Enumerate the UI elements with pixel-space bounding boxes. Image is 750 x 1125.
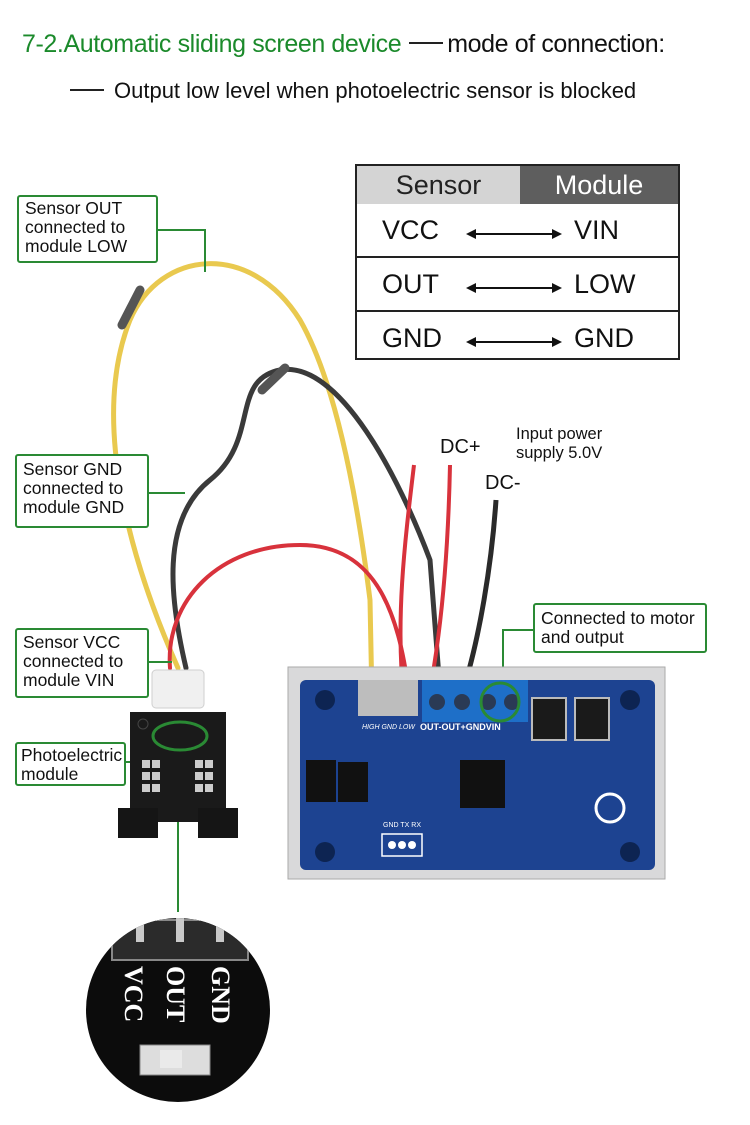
subtitle: Output low level when photoelectric sens… [70,78,636,104]
sensor-pin-closeup [86,918,270,1102]
subtitle-text: Output low level when photoelectric sens… [114,78,637,103]
double-arrow-icon [464,220,564,240]
heat-shrink-black [257,363,290,395]
module-pin: LOW [574,268,636,299]
callout-sensor-out: Sensor OUT connected to module LOW [17,195,158,263]
callout-line: Photoelectric [21,745,123,765]
callout-photoelectric-module: Photoelectric module [15,742,126,786]
pin-label-out: OUT [161,966,190,1023]
input-power-label: Input power supply 5.0V [516,425,602,463]
callout-line-motor [502,629,533,680]
serial-silkscreen: GND TX RX [383,822,421,829]
callout-line: connected to [25,217,126,237]
yellow-wire [111,261,375,703]
header-silkscreen: HIGH GND LOW [362,724,415,731]
title-black: mode of connection: [447,30,665,58]
callout-line: Sensor GND [23,459,123,479]
header-module: Module [520,166,678,204]
callout-line-out [158,229,206,272]
module-pin: VIN [574,214,620,245]
callout-motor-output: Connected to motor and output [533,603,707,653]
photoelectric-board [118,712,238,838]
callout-line: module LOW [25,236,128,256]
dc-plus-label: DC+ [440,436,481,458]
pin-label-gnd: GND [206,966,235,1024]
callout-line: connected to [23,651,124,671]
callout-line: Connected to motor [541,608,695,628]
sensor-connector [151,669,205,709]
input-power-line: Input power [516,425,603,443]
callout-line: module VIN [23,670,115,690]
callout-line: Sensor VCC [23,632,121,652]
title-dash [409,42,444,45]
callout-sensor-gnd: Sensor GND connected to module GND [15,454,149,528]
table-row: OUT LOW [357,256,678,310]
pin-highlight-circle [151,720,209,752]
connection-table: Sensor Module VCC VIN OUT LOW GND GND [355,164,680,360]
motor-terminal-highlight [479,681,521,723]
callout-line: module GND [23,497,125,517]
callout-line: connected to [23,478,124,498]
callout-line: Sensor OUT [25,198,123,218]
table-header: Sensor Module [357,166,678,204]
driver-module [287,666,666,880]
table-row: VCC VIN [357,204,678,256]
red-wire-sensor-vcc [167,542,412,702]
double-arrow-icon [464,274,564,294]
sensor-pin: VCC [382,214,440,245]
callout-line: module [21,764,79,784]
module-pin: GND [574,322,634,353]
table-row: GND GND [357,310,678,364]
dc-minus-label: DC- [485,472,521,494]
input-power-line: supply 5.0V [516,444,603,462]
sensor-pin: OUT [382,268,439,299]
sensor-pin: GND [382,322,442,353]
callout-line: and output [541,627,624,647]
header-sensor: Sensor [357,166,520,204]
black-wire-sensor-gnd [170,367,443,693]
terminal-silkscreen: OUT-OUT+GNDVIN [420,722,501,732]
heat-shrink-yellow [117,285,145,330]
subtitle-dash [70,89,104,92]
callout-sensor-vcc: Sensor VCC connected to module VIN [15,628,149,698]
page-title: 7-2.Automatic sliding screen device mode … [22,30,665,59]
title-green: 7-2.Automatic sliding screen device [22,30,402,58]
pin-label-vcc: VCC [119,966,148,1023]
double-arrow-icon [464,328,564,348]
